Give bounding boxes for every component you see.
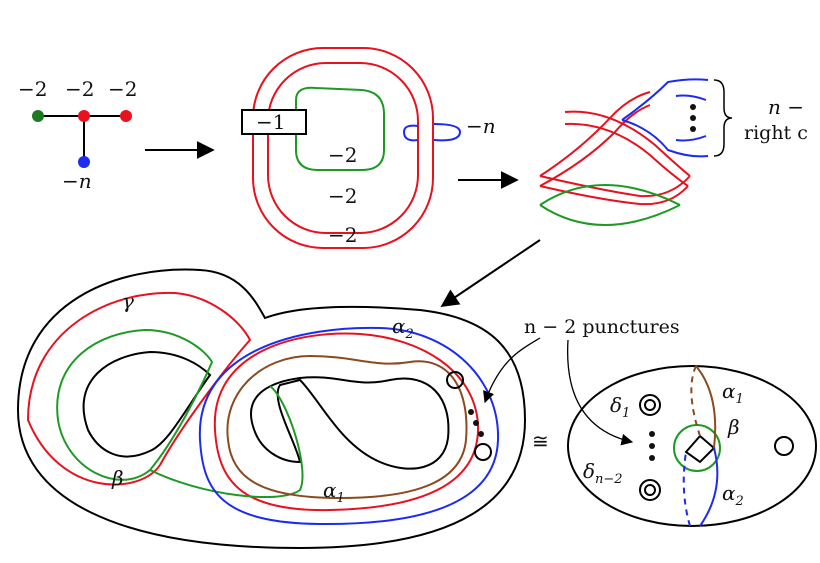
deltan-inner	[644, 484, 656, 496]
outer-frame-label: −2	[328, 223, 357, 247]
delta1-outer	[639, 394, 661, 416]
arrow-3	[440, 239, 541, 308]
alpha1-label: α1	[323, 478, 345, 506]
alpha1-solid	[695, 365, 717, 449]
vertex-green	[32, 110, 44, 122]
disk-dot-1	[649, 431, 655, 437]
disk-alpha2-label: α2	[722, 481, 744, 509]
gamma-curve-left	[26, 291, 252, 486]
punctures-leader-left	[483, 337, 541, 404]
brace-label-line1: n −	[768, 95, 804, 119]
left-hole	[82, 350, 212, 458]
alpha2-label: α2	[392, 314, 414, 342]
green-strand-top	[539, 184, 681, 206]
alpha1-curve	[226, 354, 468, 500]
deltan-outer	[639, 479, 661, 501]
twist-box	[241, 109, 307, 135]
curly-brace	[713, 79, 733, 157]
boundary-puncture	[774, 436, 794, 456]
vertex-label-1: −2	[18, 77, 47, 101]
blue-meridian-left	[402, 124, 419, 142]
meridian-label: −n	[466, 114, 496, 138]
surface-outline	[16, 268, 527, 550]
punctures-leader-right	[566, 339, 634, 446]
puncture-dot-2	[473, 420, 479, 426]
red-strand-5	[539, 175, 691, 198]
punctures-label: n − 2 punctures	[524, 316, 680, 338]
puncture-2	[474, 443, 492, 461]
alpha2-curve	[198, 326, 500, 526]
green-knot	[295, 86, 385, 171]
red-frame-outer	[252, 47, 434, 249]
middle-frame-label: −2	[328, 184, 357, 208]
red-frame-middle	[267, 62, 419, 234]
disk-dot-2	[649, 443, 655, 449]
surface-diagram: γ β α1 α2 n − 2 punctures	[16, 268, 680, 550]
kirby-diagram: −1 −2 −2 −2 −n	[241, 47, 496, 249]
red-strand-3	[539, 91, 651, 177]
punctured-disk: δ1 δn−2 α1 β α2	[567, 365, 817, 527]
isomorphism-symbol: ≅	[532, 429, 549, 453]
disk-alpha1-label: α1	[722, 379, 744, 407]
red-strand-6	[539, 185, 689, 206]
red-strand-2	[564, 122, 689, 187]
delta1-inner	[644, 399, 656, 411]
legendrian-front: n − right c	[539, 78, 808, 226]
vertex-label-4: −n	[62, 169, 92, 193]
vertex-red-center	[78, 110, 90, 122]
puncture-dot-1	[468, 409, 474, 415]
ellipsis-dot-2	[690, 115, 696, 121]
disk-outline	[567, 365, 817, 527]
blue-strand-3	[675, 94, 707, 101]
twist-box-label: −1	[256, 110, 285, 134]
puncture-1	[446, 371, 464, 389]
right-hole	[250, 376, 450, 470]
deltan-label: δn−2	[583, 459, 623, 487]
red-strand-4	[539, 104, 651, 187]
alpha2-solid	[699, 447, 719, 527]
green-frame-label: −2	[328, 143, 357, 167]
vertex-blue	[78, 156, 90, 168]
delta1-label: δ1	[610, 393, 630, 421]
alpha2-dashed	[682, 451, 691, 527]
blue-strand-4	[675, 135, 707, 142]
ellipsis-dot-3	[690, 126, 696, 132]
vertex-label-2: −2	[65, 77, 94, 101]
vertex-red-right	[120, 110, 132, 122]
red-strand-1	[564, 110, 691, 177]
green-strand-bottom	[539, 204, 681, 226]
ellipsis-dot-1	[690, 104, 696, 110]
gamma-label: γ	[122, 289, 134, 313]
blue-meridian-right	[433, 123, 462, 142]
beta-curve-right	[149, 385, 304, 499]
disk-beta-label: β	[727, 415, 740, 439]
vertex-label-3: −2	[108, 77, 137, 101]
beta-curve-left	[56, 328, 214, 481]
plumbing-graph: −2 −2 −2 −n	[18, 77, 137, 193]
beta-label: β	[111, 466, 124, 490]
puncture-dot-3	[478, 431, 484, 437]
brace-label-line2: right c	[744, 122, 808, 144]
alpha1-dashed	[690, 365, 701, 437]
center-rhombus	[684, 434, 716, 464]
disk-dot-3	[649, 455, 655, 461]
blue-strand-2	[621, 119, 709, 158]
blue-strand-1	[621, 78, 709, 121]
